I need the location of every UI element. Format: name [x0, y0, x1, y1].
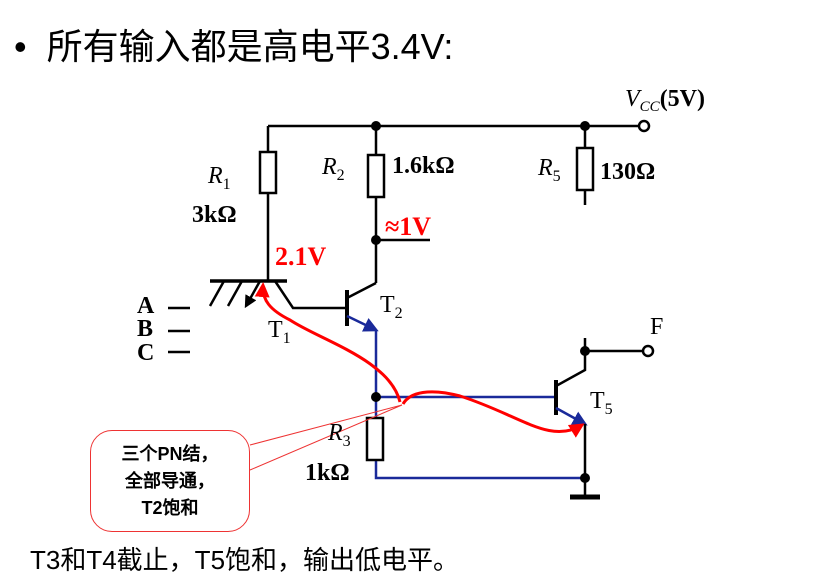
r2-resistor: [366, 153, 386, 199]
t5-emitter: [555, 406, 588, 426]
input-c: C: [137, 340, 154, 366]
r5-resistor: [575, 146, 595, 192]
t2-emitter-wire: [374, 330, 585, 480]
slide-title: • 所有输入都是高电平3.4V:: [14, 18, 453, 70]
output-terminal: [641, 344, 655, 358]
r1-label: R1: [207, 163, 231, 193]
t1-base-voltage: 2.1V: [275, 242, 327, 271]
svg-text:VCC(5V): VCC(5V): [625, 86, 705, 115]
t2-emitter: [346, 314, 379, 332]
input-lines: [168, 306, 190, 354]
r3-value: 1kΩ: [305, 460, 350, 486]
r3-label: R3: [327, 420, 351, 450]
input-b: B: [137, 316, 153, 342]
r1-resistor: [258, 150, 278, 195]
bullet: •: [14, 26, 27, 67]
callout-line: 全部导通，: [125, 471, 215, 491]
t2-collector-voltage: ≈1V: [385, 212, 431, 241]
r2-value: 1.6kΩ: [392, 153, 455, 179]
r3-resistor: [365, 416, 385, 462]
input-a: A: [137, 293, 155, 319]
t1-label: T1: [268, 317, 291, 347]
r5-label: R5: [537, 155, 561, 185]
r2-label: R2: [321, 154, 345, 184]
title-text: 所有输入都是高电平3.4V:: [46, 26, 454, 67]
output-label: F: [650, 314, 663, 340]
t1-emitters: [208, 280, 262, 306]
callout-pointer: [249, 404, 403, 471]
vcc-label: V: [625, 86, 642, 112]
current-path-t5: [401, 390, 585, 438]
t1-collector: [273, 280, 347, 310]
t5-label: T5: [590, 388, 613, 418]
t2-label: T2: [380, 292, 403, 322]
t2-collector: [346, 281, 377, 300]
callout-box: 三个PN结， 全部导通， T2饱和: [90, 430, 250, 532]
conclusion-text: T3和T4截止，T5饱和，输出低电平。: [30, 545, 460, 575]
callout-line: T2饱和: [141, 498, 199, 518]
callout-line: 三个PN结，: [121, 444, 219, 464]
junction-dots: [371, 121, 590, 483]
current-path-t1: [254, 282, 402, 403]
vcc-terminal: [637, 119, 651, 133]
r5-value: 130Ω: [600, 159, 655, 185]
r1-value: 3kΩ: [192, 202, 237, 228]
t5-collector: [555, 338, 587, 388]
